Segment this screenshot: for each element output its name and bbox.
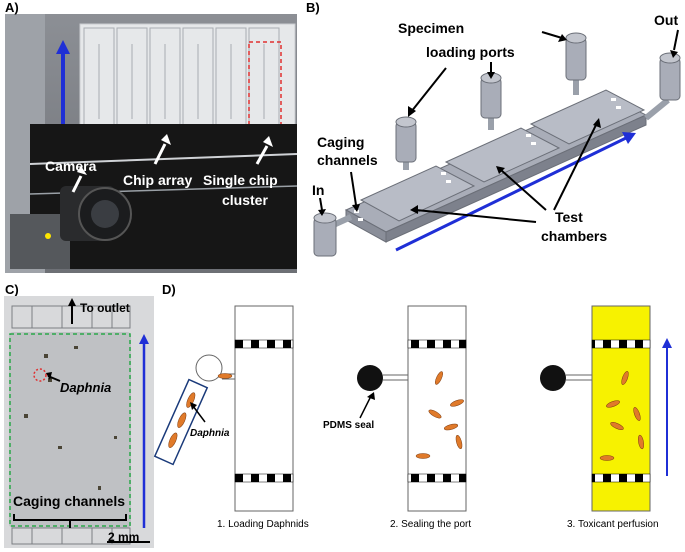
- chambers-label: chambers: [541, 228, 608, 244]
- step2-chamber: [357, 305, 467, 512]
- in-label: In: [312, 182, 325, 198]
- daphnia-schematic-label: Daphnia: [190, 428, 230, 439]
- camera-device: [10, 186, 132, 269]
- channels-label: channels: [317, 152, 378, 168]
- panel-d-letter: D): [162, 282, 176, 297]
- panel-d-schematic: [153, 305, 672, 512]
- scale-bar-label: 2 mm: [108, 530, 140, 544]
- out-label: Out: [654, 12, 679, 28]
- panel-c-photo: [4, 296, 154, 548]
- loading-ports-label: loading ports: [426, 44, 515, 60]
- panel-b-letter: B): [306, 0, 320, 15]
- chip-array: [79, 23, 296, 135]
- panel-b-device: [313, 29, 681, 257]
- specimen-label: Specimen: [398, 20, 465, 36]
- test-label: Test: [555, 209, 583, 225]
- panel-c-letter: C): [5, 282, 19, 297]
- cluster-label: cluster: [222, 192, 268, 208]
- step2-caption: 2. Sealing the port: [390, 519, 472, 530]
- step1-chamber: [153, 305, 294, 512]
- step3-chamber: [540, 305, 672, 512]
- step3-caption: 3. Toxicant perfusion: [567, 519, 659, 530]
- daphnia-highlight: [33, 368, 47, 382]
- pdms-seal-label: PDMS seal: [323, 420, 375, 431]
- panel-a-photo: [5, 14, 298, 273]
- step1-caption: 1. Loading Daphnids: [217, 519, 309, 530]
- single-chip-highlight: [248, 41, 282, 133]
- camera-label: Camera: [45, 158, 97, 174]
- chip-array-label: Chip array: [123, 172, 193, 188]
- to-outlet-label: To outlet: [80, 301, 130, 315]
- caging-label: Caging: [317, 134, 365, 150]
- panel-a-letter: A): [5, 0, 19, 15]
- daphnia-photo-label: Daphnia: [60, 380, 112, 395]
- single-chip-label: Single chip: [203, 172, 278, 188]
- caging-channels-label: Caging channels: [13, 493, 126, 509]
